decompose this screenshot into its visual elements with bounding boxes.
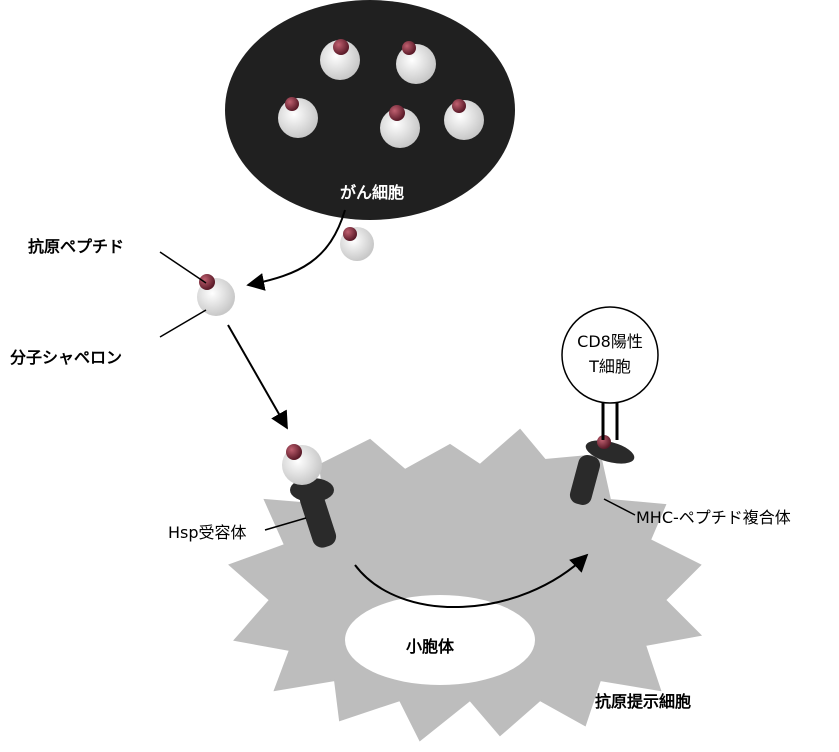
endosome (345, 595, 535, 685)
chaperone-complex (396, 41, 436, 84)
hsp-receptor-label: Hsp受容体 (168, 523, 247, 542)
chaperone-complex (320, 39, 360, 80)
mhc-complex-label: MHC-ペプチド複合体 (636, 508, 791, 527)
release-arrow (246, 209, 346, 291)
mhc-peptide-complex (569, 435, 635, 505)
chaperone-peptide-complex (197, 274, 235, 316)
leader-line-receptor (264, 517, 307, 531)
antigen-presenting-cell (228, 428, 703, 742)
cancer-cell (225, 0, 515, 220)
cd8-t-cell (561, 306, 659, 404)
cd8-label-line2: T細胞 (588, 357, 631, 376)
endosome-label: 小胞体 (406, 637, 455, 656)
released-chaperone (340, 227, 374, 261)
apc-label: 抗原提示細胞 (595, 692, 691, 711)
leader-line-mhc (603, 498, 636, 516)
chaperone-complex (278, 97, 318, 138)
uptake-arrow (227, 324, 288, 430)
chaperone-complex (380, 105, 420, 148)
leader-line-chaperone (159, 309, 207, 338)
antigen-peptide-label: 抗原ペプチド (28, 237, 124, 256)
leader-line-peptide (159, 251, 207, 284)
chaperone-complex (444, 99, 484, 140)
cancer-cell-label: がん細胞 (340, 183, 404, 202)
chaperone-label: 分子シャペロン (10, 348, 122, 367)
hsp-receptor (282, 444, 337, 548)
cd8-label-line1: CD8陽性 (577, 332, 643, 351)
processing-arrow (354, 553, 589, 609)
